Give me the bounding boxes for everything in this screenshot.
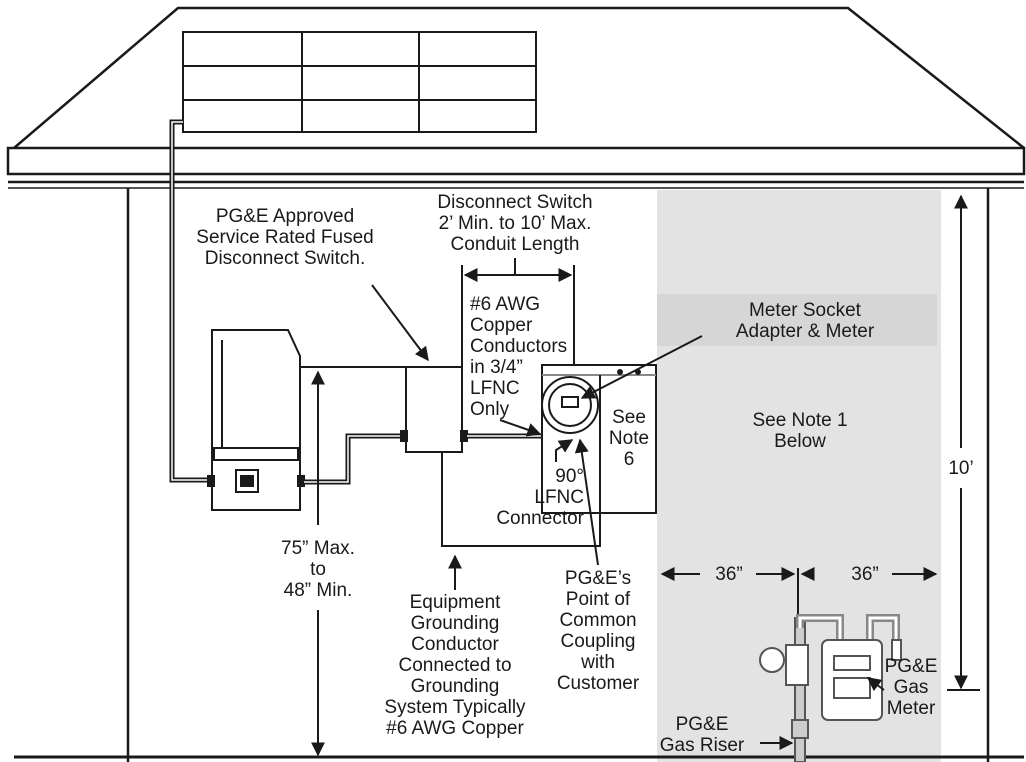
house-roof — [6, 6, 1026, 189]
gas-riser-label: PG&E Gas Riser — [659, 714, 745, 756]
inverter — [207, 329, 305, 511]
leader-lines — [371, 284, 885, 750]
conduit-length-dimension — [461, 258, 575, 367]
point-of-coupling-label: PG&E’s Point of Common Coupling with Cus… — [556, 568, 640, 694]
grounding-conductor — [441, 452, 601, 547]
grounding-conductor-label: Equipment Grounding Conductor Connected … — [384, 592, 526, 739]
gas-meter-label: PG&E Gas Meter — [884, 656, 938, 719]
height-10ft-label: 10’ — [948, 458, 974, 479]
solar-panel-array — [182, 31, 537, 133]
house-walls — [14, 188, 1024, 762]
conduit-length-label: Disconnect Switch 2’ Min. to 10’ Max. Co… — [437, 192, 593, 255]
fused-disconnect-label: PG&E Approved Service Rated Fused Discon… — [196, 206, 374, 269]
clearance-left-label: 36” — [715, 564, 743, 585]
mount-height-label: 75” Max. to 48” Min. — [281, 538, 355, 601]
see-note-1-label: See Note 1 Below — [752, 410, 848, 452]
meter-socket-label: Meter Socket Adapter & Meter — [735, 300, 875, 342]
conductors-label: #6 AWG Copper Conductors in 3/4” LFNC On… — [470, 294, 568, 420]
pv-conduit — [169, 119, 212, 483]
gas-meter-assembly — [759, 614, 902, 762]
clearance-dimension — [660, 567, 938, 618]
meter-label-zone — [657, 294, 937, 346]
inverter-conduit — [304, 433, 406, 485]
mount-height-dimension — [300, 366, 406, 757]
see-note-6-label: See Note 6 — [608, 407, 650, 470]
lfnc-connector-label: 90° LFNC Connector — [496, 466, 584, 529]
fused-disconnect-switch — [400, 366, 468, 453]
clearance-right-label: 36” — [851, 564, 879, 585]
ten-foot-dimension — [947, 194, 980, 691]
